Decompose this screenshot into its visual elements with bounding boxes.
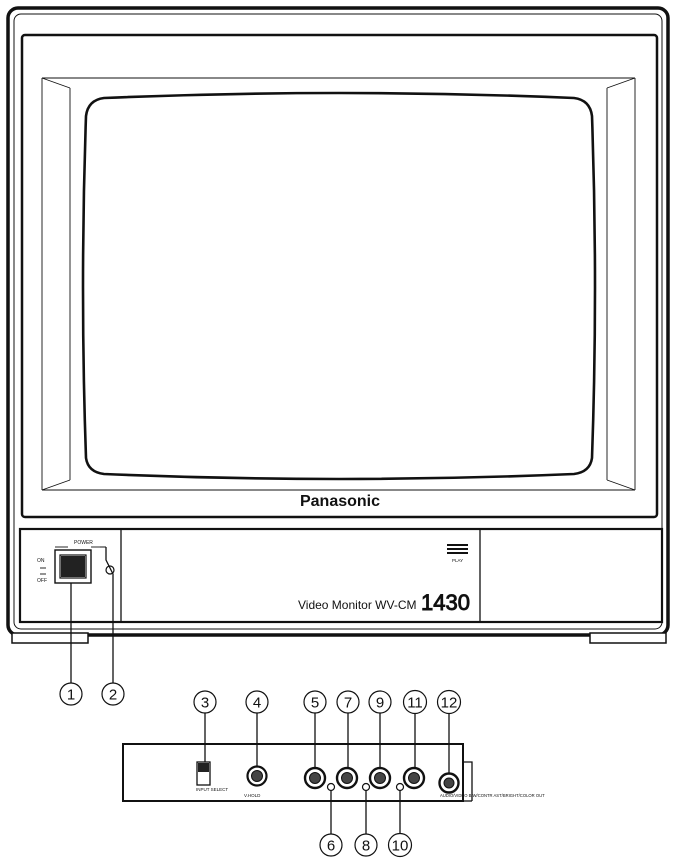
switch-on-label: ON xyxy=(37,558,45,564)
speaker-grille-plate xyxy=(447,544,468,554)
callout-4: 4 xyxy=(253,695,261,712)
v-hold-label: V.HOLD xyxy=(244,793,261,798)
monitor-front: Panasonic POWER ON OFF PLAY Video Monito… xyxy=(6,6,670,644)
switch-off-label: OFF xyxy=(37,578,47,584)
foot-right xyxy=(589,632,667,644)
callout-7: 7 xyxy=(344,695,352,712)
trimmer-10[interactable] xyxy=(395,782,405,792)
callout-9: 9 xyxy=(376,695,384,712)
rear-panel: AUDIO/VIDEO B/W/CONTR AST/BRIGHT/COLOR O… xyxy=(122,743,545,802)
callout-2: 2 xyxy=(109,687,117,704)
model-number: 1430 xyxy=(421,590,470,615)
brand-logo: Panasonic xyxy=(300,493,380,510)
input-select-label: INPUT SELECT xyxy=(196,787,228,792)
callout-3: 3 xyxy=(201,695,209,712)
plate-text: PLAY xyxy=(452,558,463,563)
power-switch[interactable] xyxy=(54,546,106,584)
knob-7[interactable] xyxy=(335,766,359,790)
callout-1: 1 xyxy=(67,687,75,704)
model-text: Video Monitor WV-CM xyxy=(298,598,416,612)
v-hold-knob[interactable] xyxy=(246,765,268,787)
knob-9[interactable] xyxy=(368,766,392,790)
control-panel xyxy=(18,527,664,624)
rear-bottom-label: AUDIO/VIDEO B/W/CONTR AST/BRIGHT/COLOR O… xyxy=(440,793,545,798)
callout-5: 5 xyxy=(311,695,319,712)
cabinet-inner-edge xyxy=(13,13,663,630)
knob-11[interactable] xyxy=(402,766,426,790)
crt-screen xyxy=(81,91,597,481)
callout-8: 8 xyxy=(362,838,370,855)
callout-6: 6 xyxy=(327,838,335,855)
power-label: POWER xyxy=(74,540,93,546)
callout-12: 12 xyxy=(441,695,458,712)
knob-5[interactable] xyxy=(303,766,327,790)
callout-11: 11 xyxy=(407,695,423,712)
foot-left xyxy=(11,632,89,644)
callout-10: 10 xyxy=(392,838,409,855)
trimmer-8[interactable] xyxy=(361,782,371,792)
input-select-switch[interactable] xyxy=(196,761,211,786)
knob-12[interactable] xyxy=(438,772,460,794)
trimmer-6[interactable] xyxy=(326,782,336,792)
